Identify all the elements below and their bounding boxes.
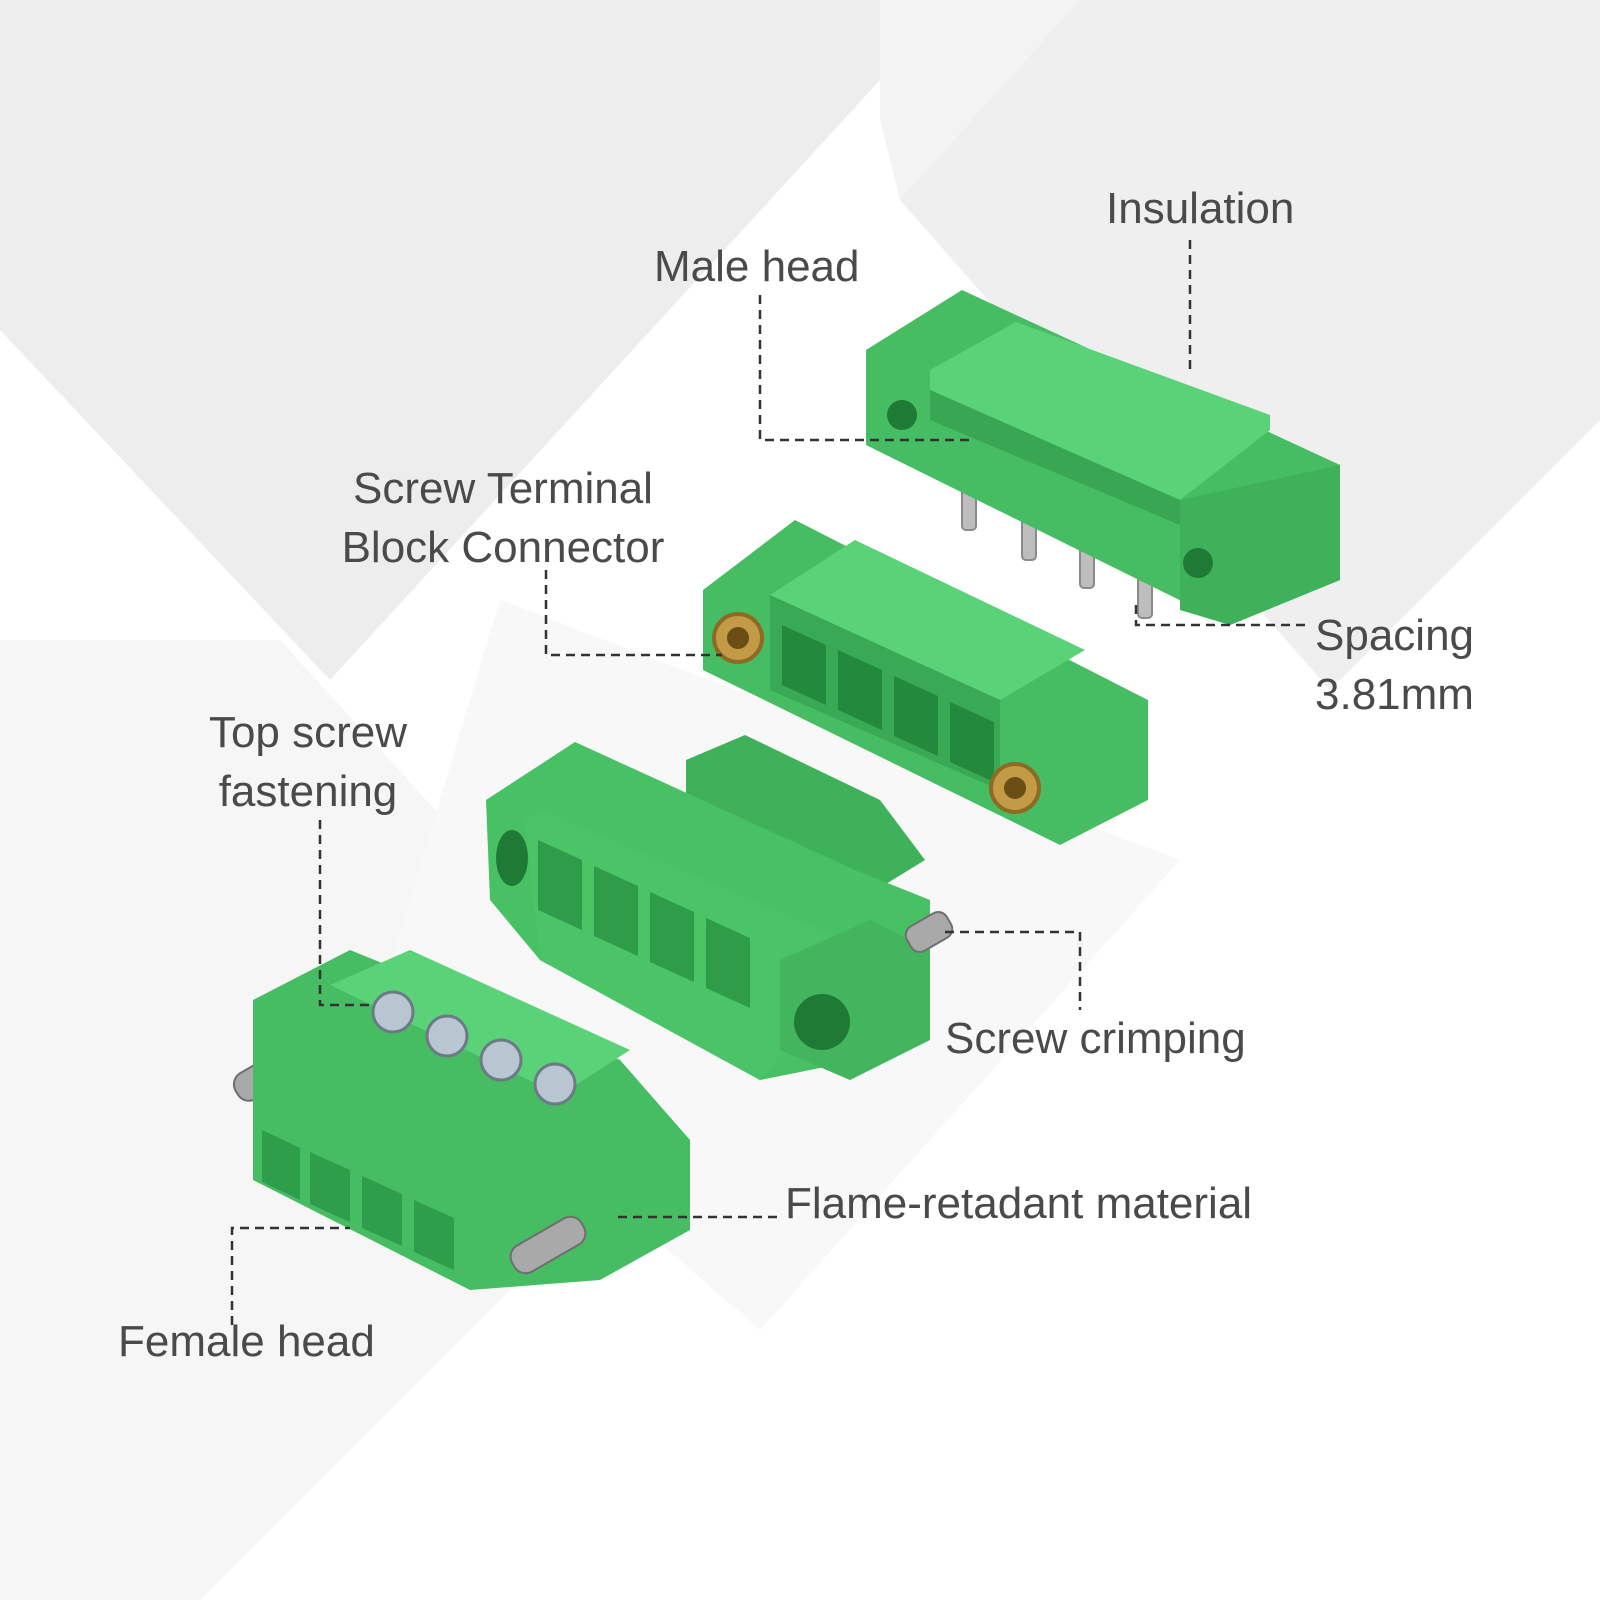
- leader-top-screw: [318, 820, 375, 1007]
- label-screw-crimping: Screw crimping: [945, 1014, 1246, 1063]
- label-spacing-line2: 3.81mm: [1315, 669, 1474, 719]
- top-screw: [371, 990, 415, 1034]
- leader-screw-crimping: [945, 930, 1082, 1010]
- opening: [594, 866, 638, 956]
- header-top-ridge: [930, 322, 1270, 500]
- plug-top: [330, 950, 630, 1095]
- label-male-head: Male head: [654, 242, 860, 291]
- label-spacing-line1: Spacing: [1315, 611, 1475, 660]
- male-socket: [703, 520, 1148, 845]
- bg-shape-right: [900, 0, 1600, 690]
- plug-housing: [486, 735, 954, 1080]
- slot: [838, 650, 882, 730]
- top-screw: [479, 1038, 523, 1082]
- bg-shape-left: [0, 0, 880, 680]
- wire-entry: [310, 1152, 350, 1222]
- label-top-screw: Top screw fastening: [198, 704, 418, 822]
- label-top-screw-line2: fastening: [218, 766, 398, 816]
- top-screw: [533, 1062, 577, 1106]
- female-plug: [232, 950, 690, 1290]
- top-screw: [425, 1014, 469, 1058]
- wire-entry: [414, 1200, 454, 1270]
- leader-male-head: [758, 295, 970, 442]
- slot: [782, 625, 826, 705]
- header-ridge-face: [930, 390, 1180, 525]
- label-screw-terminal-line2: Block Connector: [341, 522, 665, 572]
- leader-screw-terminal: [544, 570, 722, 657]
- wire-entry: [362, 1176, 402, 1246]
- socket-top: [770, 540, 1085, 700]
- brass-insert-hole: [727, 627, 749, 649]
- socket-front-face: [770, 595, 1000, 790]
- socket-slots: [782, 625, 994, 782]
- brass-insert-hole: [1004, 777, 1026, 799]
- brass-inserts: [712, 612, 1041, 814]
- label-screw-terminal-line1: Screw Terminal: [353, 464, 653, 513]
- male-header: [866, 290, 1340, 625]
- leader-spacing: [1134, 605, 1310, 627]
- leader-female-head: [230, 1226, 350, 1325]
- plug-screws: [371, 990, 577, 1106]
- leader-lines: [230, 240, 1310, 1325]
- crimp-screw: [904, 911, 954, 953]
- label-top-screw-line1: Top screw: [208, 708, 408, 757]
- slot: [950, 702, 994, 782]
- housing-rear-fins: [686, 735, 925, 900]
- housing-openings: [538, 840, 750, 1008]
- label-screw-terminal: Screw Terminal Block Connector: [328, 460, 678, 578]
- label-insulation: Insulation: [1106, 184, 1295, 233]
- housing-side-hole: [496, 830, 528, 886]
- housing-ear-hole: [794, 994, 850, 1050]
- header-mount-hole: [887, 400, 917, 430]
- slot: [894, 676, 938, 756]
- label-spacing: Spacing 3.81mm: [1315, 607, 1474, 725]
- opening: [706, 918, 750, 1008]
- header-end-face: [1180, 465, 1340, 625]
- header-mount-hole: [1183, 548, 1213, 578]
- wire-entry: [262, 1130, 300, 1200]
- mount-screw: [509, 1215, 587, 1275]
- plug-wire-entries: [262, 1130, 454, 1270]
- opening: [650, 892, 694, 982]
- opening: [538, 840, 582, 930]
- label-flame-retardant: Flame-retadant material: [785, 1179, 1253, 1228]
- label-female-head: Female head: [118, 1317, 375, 1366]
